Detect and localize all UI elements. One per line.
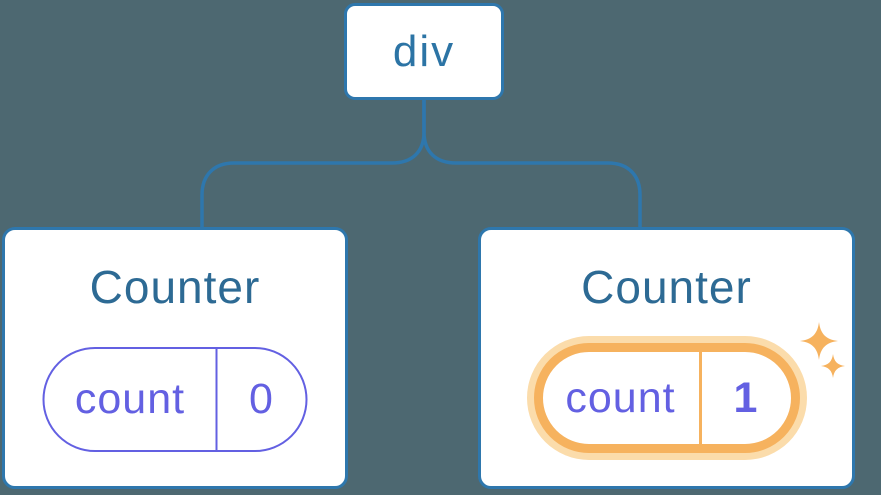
sparkle-icon — [800, 322, 845, 378]
state-key: count — [565, 373, 676, 422]
sparkle-large — [800, 322, 838, 360]
component-title: Counter — [581, 261, 752, 313]
root-node-div: div — [344, 3, 504, 100]
state-value: 1 — [698, 352, 791, 444]
connector-right-branch — [422, 100, 642, 228]
state-value: 0 — [215, 349, 306, 450]
root-node-label: div — [392, 26, 456, 76]
state-key: count — [74, 375, 186, 423]
counter-card-left: Counter count 0 — [2, 227, 348, 489]
state-badge-highlighted: count 1 — [533, 343, 800, 453]
sparkle-small — [821, 354, 845, 378]
counter-card-right: Counter count 1 — [478, 227, 855, 489]
state-badge: count 0 — [42, 347, 308, 452]
component-title: Counter — [89, 261, 261, 313]
connector-left-branch — [200, 100, 426, 228]
